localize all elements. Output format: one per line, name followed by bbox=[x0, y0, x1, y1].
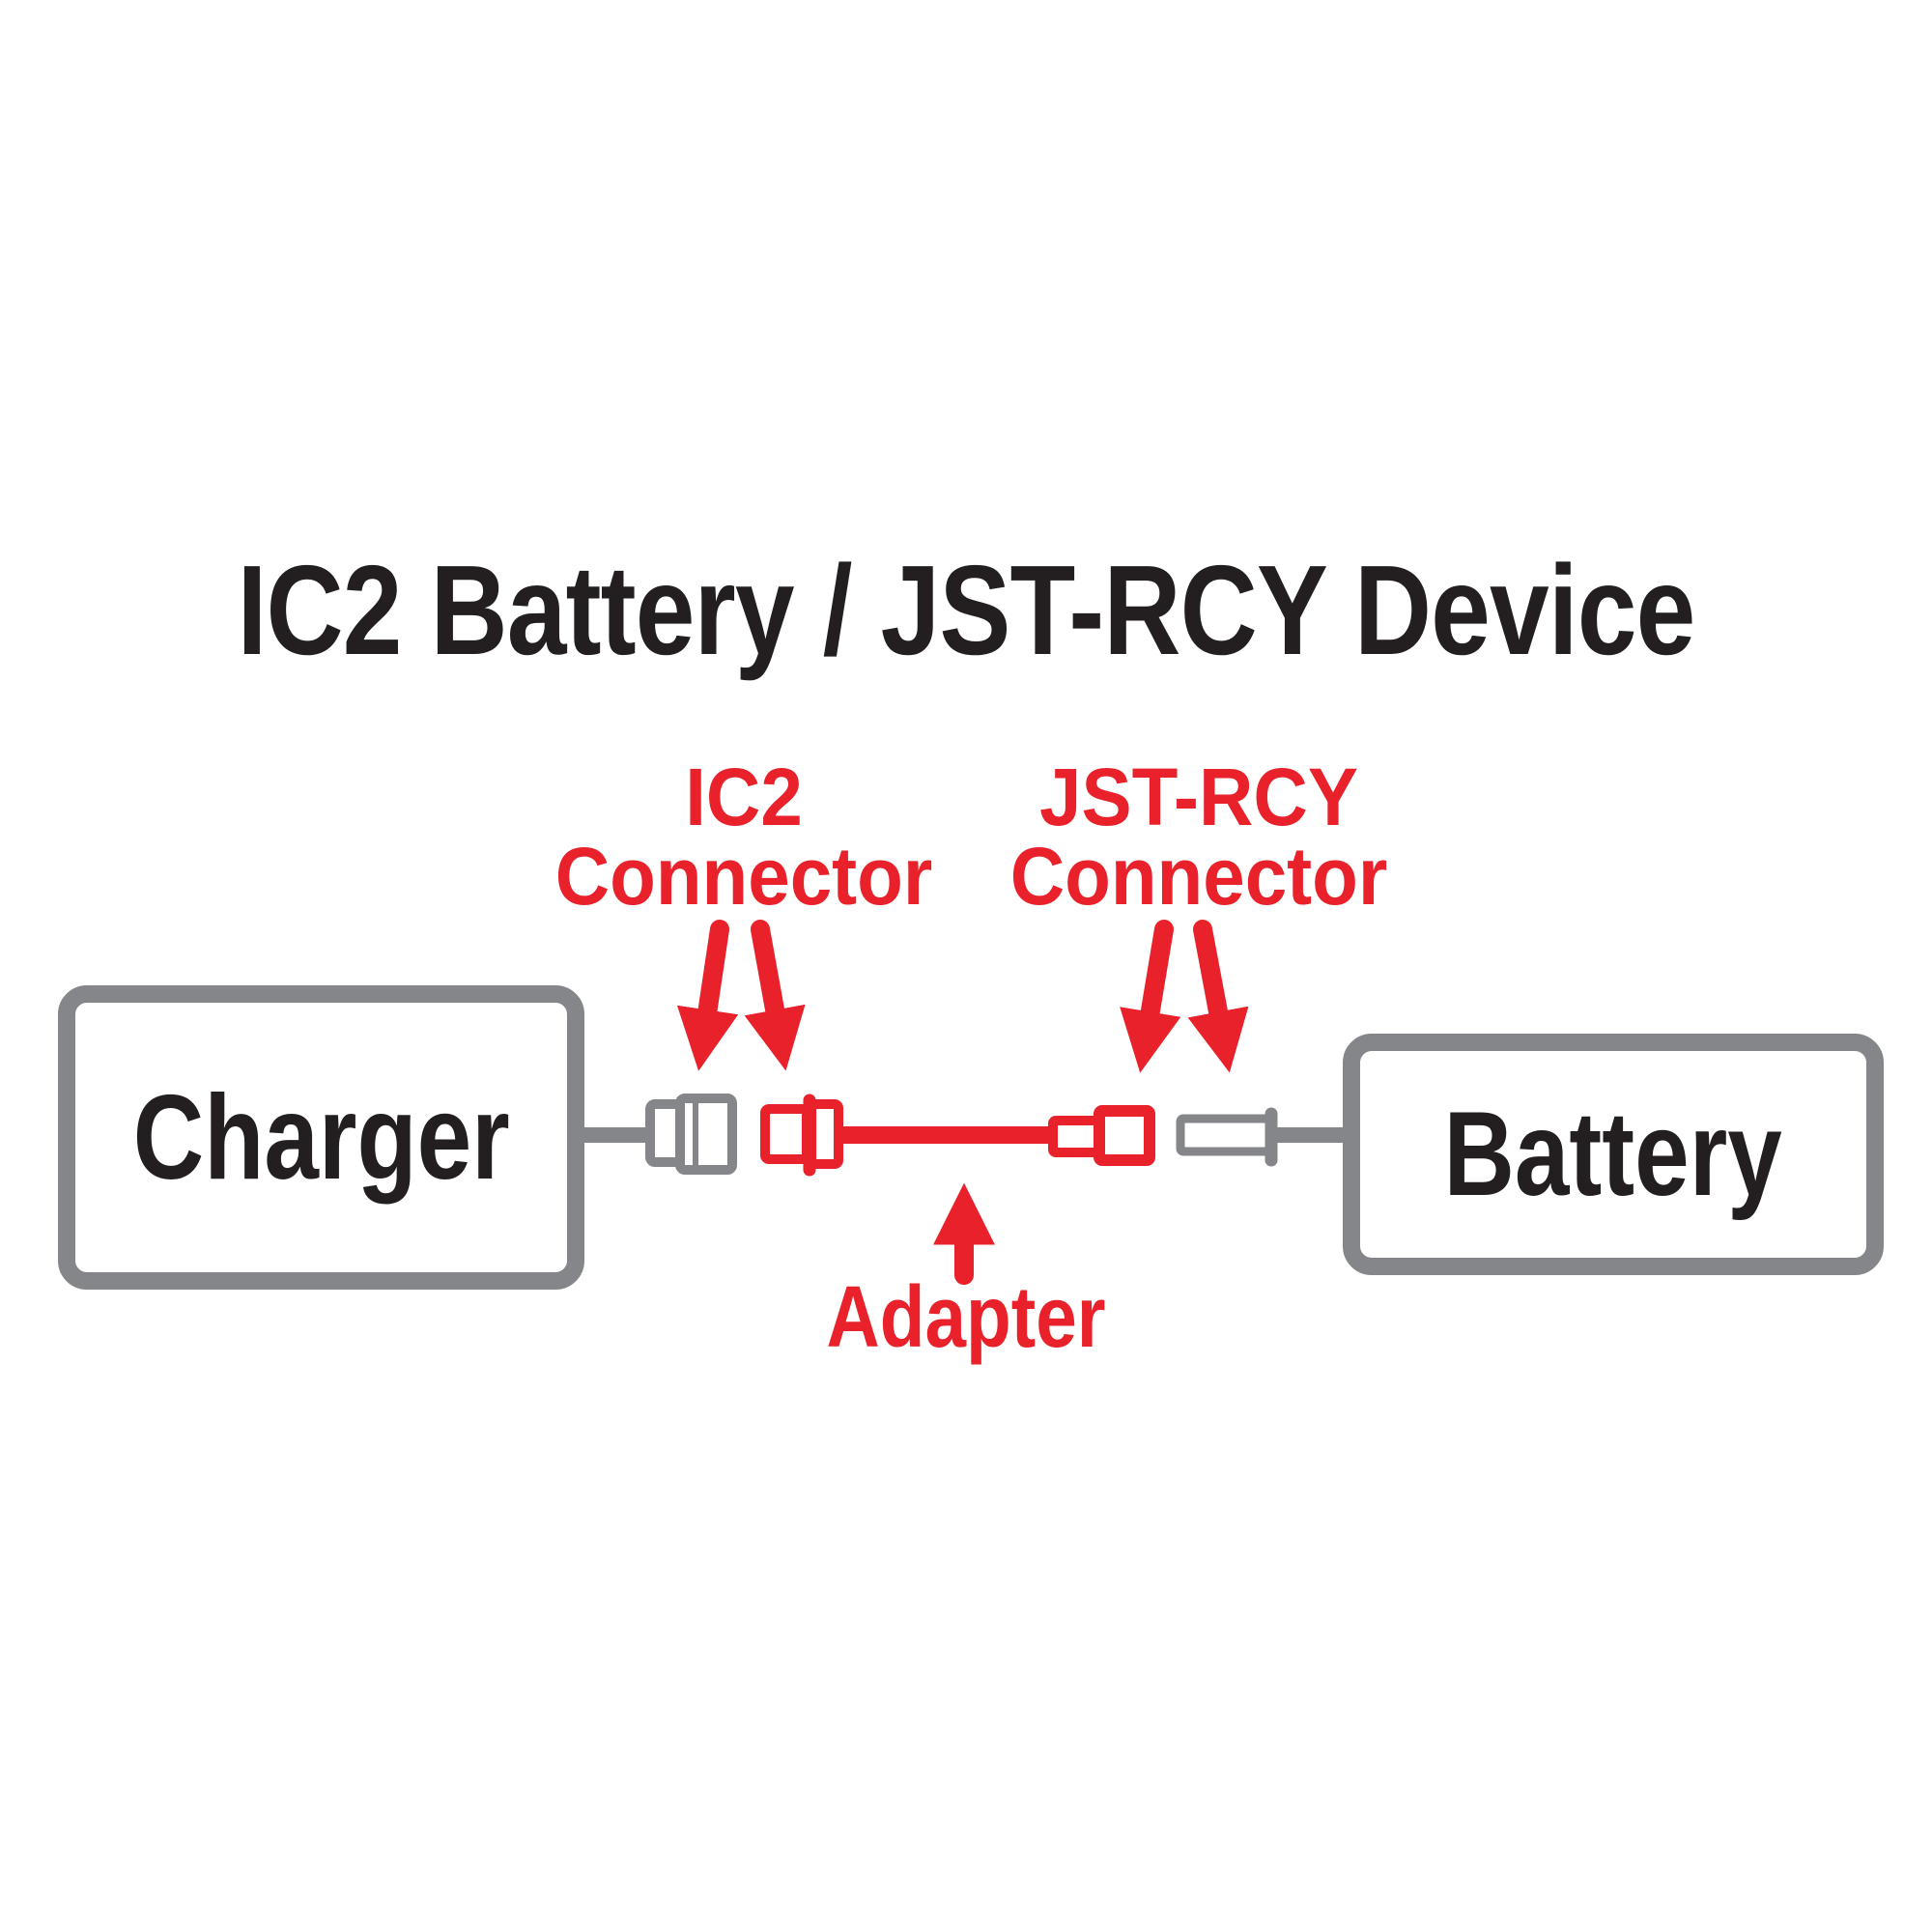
jst-rcy-connector-callout-line2: Connector bbox=[1009, 831, 1388, 922]
jst-rcy-plug-connector-icon bbox=[1048, 1105, 1155, 1166]
ic2-connector-callout-line2: Connector bbox=[554, 831, 933, 922]
ic2-connector-callout: IC2 Connector bbox=[554, 752, 933, 922]
charger-label: Charger bbox=[132, 1070, 510, 1205]
jst-rcy-socket-connector-icon bbox=[1176, 1107, 1278, 1167]
diagram-title: IC2 Battery / JST-RCY Device bbox=[237, 539, 1696, 681]
ic2-callout-arrow-left-icon bbox=[676, 920, 739, 1071]
ic2-connector-callout-line1: IC2 bbox=[685, 752, 803, 842]
battery-box: Battery bbox=[1343, 1034, 1884, 1275]
ic2-socket-connector-icon bbox=[645, 1094, 737, 1175]
ic2-callout-arrow-right-icon bbox=[744, 920, 806, 1071]
jst-rcy-connector-callout: JST-RCY Connector bbox=[1009, 752, 1388, 922]
charger-box: Charger bbox=[58, 985, 584, 1290]
jst-rcy-callout-arrow-right-icon bbox=[1187, 920, 1249, 1073]
adapter-callout: Adapter bbox=[826, 1269, 1106, 1366]
jst-rcy-callout-arrow-left-icon bbox=[1120, 920, 1181, 1073]
battery-label: Battery bbox=[1443, 1088, 1783, 1221]
jst-rcy-connector-callout-line1: JST-RCY bbox=[1039, 752, 1358, 842]
ic2-plug-connector-icon bbox=[760, 1094, 843, 1177]
